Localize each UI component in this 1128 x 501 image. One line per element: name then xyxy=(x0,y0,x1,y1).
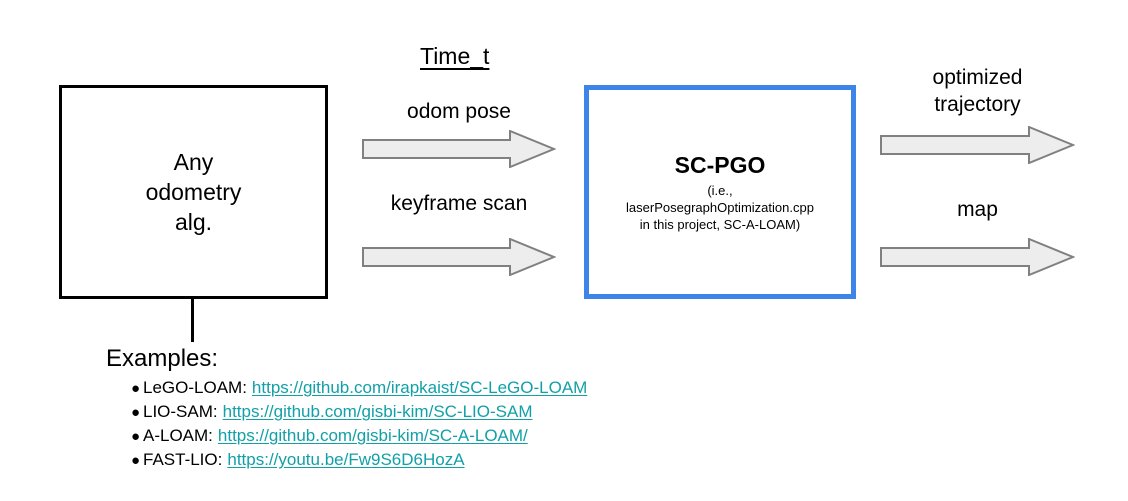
example-name: A-LOAM: xyxy=(143,426,213,445)
example-name: FAST-LIO: xyxy=(143,450,223,469)
bullet-icon: ● xyxy=(131,380,141,397)
sc-pgo-title: SC-PGO xyxy=(674,152,766,178)
arrow-keyframe-scan-label: keyframe scan xyxy=(390,192,528,215)
diagram-title: Time_t xyxy=(420,43,490,69)
arrow-keyframe-scan: keyframe scan xyxy=(362,190,556,278)
example-link[interactable]: https://github.com/gisbi-kim/SC-LIO-SAM xyxy=(222,402,533,421)
list-item: ●FAST-LIO:https://youtu.be/Fw9S6D6HozA xyxy=(106,448,806,472)
connector-line xyxy=(191,299,194,342)
list-item: ●LeGO-LOAM:https://github.com/irapkaist/… xyxy=(106,376,806,400)
bullet-icon: ● xyxy=(131,428,141,445)
examples-heading: Examples: xyxy=(106,345,219,372)
block-arrow-shape xyxy=(880,126,1075,164)
arrow-odom-pose: odom pose xyxy=(362,98,556,168)
block-arrow-shape xyxy=(362,130,556,168)
examples-list: ●LeGO-LOAM:https://github.com/irapkaist/… xyxy=(106,376,806,472)
sc-pgo-subtitle: (i.e., laserPosegraphOptimization.cpp in… xyxy=(626,183,814,232)
example-link[interactable]: https://youtu.be/Fw9S6D6HozA xyxy=(227,450,465,469)
odometry-box-label: Any odometry alg. xyxy=(145,149,242,235)
sc-pgo-box: SC-PGO (i.e., laserPosegraphOptimization… xyxy=(584,85,856,299)
arrow-optimized-trajectory-label: optimized trajectory xyxy=(932,66,1023,116)
bullet-icon: ● xyxy=(131,404,141,421)
examples-section: Examples: ●LeGO-LOAM:https://github.com/… xyxy=(106,344,806,472)
arrow-map: map xyxy=(880,196,1075,278)
example-name: LeGO-LOAM: xyxy=(143,378,247,397)
list-item: ●A-LOAM:https://github.com/gisbi-kim/SC-… xyxy=(106,424,806,448)
block-arrow-shape xyxy=(362,238,556,276)
bullet-icon: ● xyxy=(131,452,141,469)
example-link[interactable]: https://github.com/irapkaist/SC-LeGO-LOA… xyxy=(251,378,588,397)
arrow-map-label: map xyxy=(957,198,998,221)
list-item: ●LIO-SAM:https://github.com/gisbi-kim/SC… xyxy=(106,400,806,424)
odometry-algorithm-box: Any odometry alg. xyxy=(59,85,328,299)
arrow-odom-pose-label: odom pose xyxy=(407,100,511,123)
example-name: LIO-SAM: xyxy=(143,402,218,421)
example-link[interactable]: https://github.com/gisbi-kim/SC-A-LOAM/ xyxy=(217,426,528,445)
arrow-optimized-trajectory: optimized trajectory xyxy=(880,64,1075,169)
block-arrow-shape xyxy=(880,238,1075,276)
